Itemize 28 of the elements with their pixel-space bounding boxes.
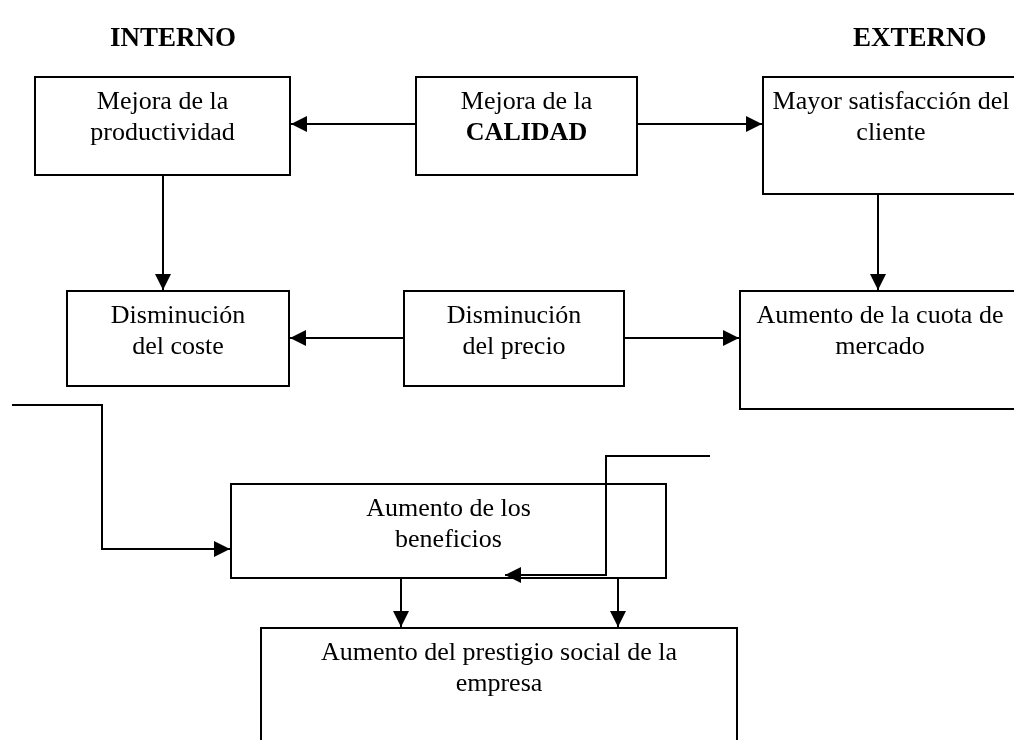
process-box	[739, 290, 1014, 410]
arrow	[624, 330, 740, 346]
arrow	[11, 404, 231, 557]
process-box	[403, 290, 625, 387]
box-text: Mayor satisfacción del cliente	[771, 86, 1011, 148]
box-text: Aumento de los beneficios	[365, 493, 532, 555]
process-box	[230, 483, 667, 579]
process-box	[762, 76, 1014, 195]
arrow	[610, 578, 626, 628]
column-heading: INTERNO	[110, 22, 237, 53]
column-heading: EXTERNO	[853, 22, 987, 53]
box-text: Aumento del prestigio social de la empresa	[320, 637, 678, 699]
box-text: Aumento de la cuota de mercado	[755, 300, 1005, 362]
box-text: Mejora de la CALIDAD	[459, 86, 594, 148]
arrow	[870, 194, 886, 291]
arrow	[290, 116, 416, 132]
arrow	[155, 175, 171, 291]
process-box	[66, 290, 290, 387]
box-text: Mejora de la productividad	[89, 86, 236, 148]
arrow	[504, 455, 711, 583]
arrow	[393, 578, 409, 628]
arrow	[637, 116, 763, 132]
process-box	[34, 76, 291, 176]
process-box	[260, 627, 738, 740]
box-text: Disminución del coste	[109, 300, 247, 362]
arrow	[289, 330, 404, 346]
process-box	[415, 76, 638, 176]
box-text: Disminución del precio	[445, 300, 583, 362]
